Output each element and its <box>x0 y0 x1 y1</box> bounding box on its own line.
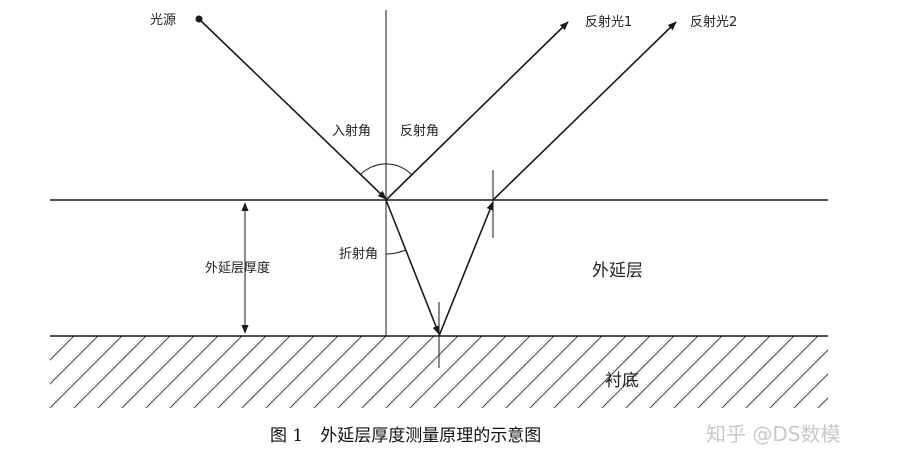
hatch-line <box>217 336 291 408</box>
incidence-reflection-arc <box>359 163 413 176</box>
hatch-line <box>433 336 507 408</box>
watermark: 知乎 @DS数模 <box>706 422 840 446</box>
hatch-line <box>145 336 219 408</box>
hatch-line <box>769 349 828 408</box>
refracted-ray <box>385 199 440 335</box>
substrate-label: 衬底 <box>605 371 639 391</box>
hatch-line <box>721 336 795 408</box>
hatch-line <box>97 336 171 408</box>
hatch-line <box>337 336 411 408</box>
refraction-arc <box>385 249 407 255</box>
hatch-line <box>50 336 51 337</box>
light-source-label: 光源 <box>150 13 176 28</box>
figure-caption: 图 1 外延层厚度测量原理的示意图 <box>270 426 541 446</box>
hatch-line <box>193 336 267 408</box>
epitaxial-layer-label: 外延层 <box>592 261 643 281</box>
hatch-line <box>817 397 828 408</box>
hatch-line <box>673 336 747 408</box>
hatch-line <box>121 336 195 408</box>
hatch-line <box>457 336 531 408</box>
hatch-line <box>745 336 819 408</box>
hatch-line <box>529 336 603 408</box>
hatch-line <box>842 336 904 408</box>
hatch-line <box>697 336 771 408</box>
hatch-line <box>649 336 723 408</box>
hatch-line <box>50 336 99 385</box>
hatch-line <box>50 336 123 408</box>
hatch-line <box>505 336 579 408</box>
hatch-line <box>601 336 675 408</box>
reflected-ray-1 <box>385 21 569 201</box>
incidence-angle-label: 入射角 <box>332 123 371 139</box>
hatch-line <box>385 336 459 408</box>
hatch-line <box>625 336 699 408</box>
thickness-label: 外延层厚度 <box>205 260 270 276</box>
hatch-line <box>793 373 828 408</box>
hatch-line <box>361 336 435 408</box>
reflected-ray-2 <box>492 21 677 201</box>
hatch-line <box>553 336 627 408</box>
hatch-line <box>265 336 339 408</box>
hatch-line <box>241 336 315 408</box>
refraction-angle-label: 折射角 <box>339 246 378 262</box>
substrate-hatching <box>50 336 904 408</box>
incident-ray <box>198 18 387 200</box>
hatch-line <box>169 336 243 408</box>
reflected-light-2-label: 反射光2 <box>690 14 737 30</box>
hatch-line <box>577 336 651 408</box>
hatch-line <box>313 336 387 408</box>
hatch-line <box>289 336 363 408</box>
hatch-line <box>50 336 75 361</box>
hatch-line <box>73 336 147 408</box>
hatch-line <box>409 336 483 408</box>
reflection-angle-label: 反射角 <box>400 123 439 139</box>
hatch-line <box>481 336 555 408</box>
reflected-light-1-label: 反射光1 <box>585 14 632 30</box>
internal-reflected-ray <box>438 201 494 337</box>
